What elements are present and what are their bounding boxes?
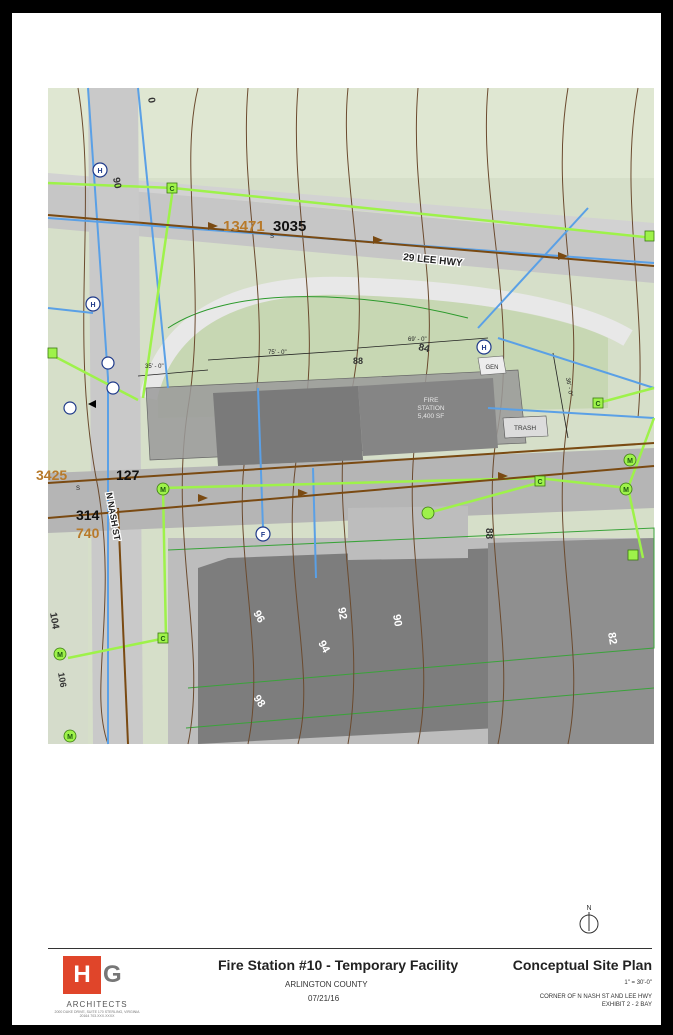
svg-text:H: H bbox=[97, 168, 102, 175]
nash-st-road bbox=[88, 88, 143, 744]
fire-station-building bbox=[145, 355, 549, 466]
scale-label: 1" = 30'-0" bbox=[624, 980, 652, 986]
contour-label-92: 92 bbox=[335, 606, 349, 620]
sewer-label-s2: S bbox=[76, 486, 80, 492]
building-name: FIRE bbox=[424, 397, 439, 404]
sheet-title: Conceptual Site Plan bbox=[512, 957, 652, 973]
address-13471: 13471 bbox=[223, 218, 265, 235]
address-3425: 3425 bbox=[36, 467, 67, 483]
location-label: CORNER OF N NASH ST AND LEE HWY bbox=[539, 994, 652, 1000]
dimension-36: 36' - 0" bbox=[564, 377, 573, 396]
svg-text:N: N bbox=[586, 905, 591, 912]
svg-text:M: M bbox=[160, 487, 166, 494]
svg-text:H: H bbox=[481, 345, 486, 352]
contour-label-90-bottom: 90 bbox=[390, 613, 404, 627]
contour-label-0: 0 bbox=[145, 97, 157, 105]
svg-text:M: M bbox=[623, 487, 629, 494]
logo-letter-g: G bbox=[103, 961, 122, 988]
svg-text:M: M bbox=[67, 734, 73, 741]
contour-label-90-top: 90 bbox=[110, 177, 123, 190]
site-plan-map: H H H F C C C C M M M M bbox=[36, 87, 656, 745]
contour-label-88-upper: 88 bbox=[353, 356, 363, 366]
svg-text:C: C bbox=[160, 636, 165, 643]
trash-enclosure bbox=[502, 415, 549, 439]
aerial-upper bbox=[48, 88, 654, 178]
existing-building-east bbox=[488, 538, 654, 744]
gen-label: GEN bbox=[485, 365, 498, 371]
existing-building-west bbox=[198, 548, 498, 744]
svg-text:C: C bbox=[169, 186, 174, 193]
logo-firm-name: ARCHITECTS bbox=[66, 1000, 128, 1009]
contour-label-98: 98 bbox=[251, 693, 268, 710]
lower-road bbox=[48, 448, 654, 533]
svg-text:C: C bbox=[537, 479, 542, 486]
svg-text:F: F bbox=[261, 532, 266, 539]
drawing-sheet: H H H F C C C C M M M M bbox=[12, 13, 661, 1025]
dimension-35: 35' - 0" bbox=[145, 364, 164, 370]
title-block: H G ARCHITECTS 2000 DUKE DRIVE, SUITE 17… bbox=[48, 948, 652, 1024]
project-title: Fire Station #10 - Temporary Facility bbox=[218, 957, 459, 973]
address-127: 127 bbox=[116, 467, 140, 483]
building-name-2: STATION bbox=[417, 405, 445, 412]
svg-text:C: C bbox=[595, 401, 600, 408]
county-label: ARLINGTON COUNTY bbox=[285, 980, 368, 989]
sewer-label-s1: S bbox=[270, 234, 274, 240]
lee-hwy-road bbox=[48, 183, 654, 283]
svg-text:M: M bbox=[57, 652, 63, 659]
svg-text:M: M bbox=[627, 458, 633, 465]
sanitary-lines bbox=[47, 214, 655, 745]
address-3035: 3035 bbox=[273, 218, 306, 235]
contour-label-104: 104 bbox=[47, 612, 61, 631]
utility-markers: H H H F C C C C M M M M bbox=[47, 162, 655, 743]
svg-text:H: H bbox=[90, 302, 95, 309]
contour-label-106: 106 bbox=[56, 672, 68, 689]
dimension-69: 69' - 0" bbox=[408, 337, 427, 343]
logo-address: 2000 DUKE DRIVE, SUITE 170 STERLING, VIR… bbox=[54, 1010, 140, 1018]
dimension-lines bbox=[137, 337, 569, 439]
logo-letter-h: H bbox=[63, 956, 101, 994]
firm-logo: H G bbox=[63, 956, 127, 994]
flow-arrows bbox=[198, 222, 568, 502]
contour-label-96: 96 bbox=[250, 609, 267, 626]
trash-label: TRASH bbox=[514, 425, 536, 432]
date-label: 07/21/16 bbox=[308, 994, 340, 1003]
contour-label-84: 84 bbox=[417, 342, 431, 355]
generator-pad bbox=[477, 355, 507, 376]
address-740: 740 bbox=[76, 525, 100, 541]
exhibit-label: EXHIBIT 2 - 2 BAY bbox=[601, 1002, 652, 1008]
address-314: 314 bbox=[76, 507, 100, 523]
contour-label-88-lower: 88 bbox=[483, 528, 494, 540]
building-area: 5,400 SF bbox=[418, 413, 444, 420]
contour-label-82: 82 bbox=[605, 631, 619, 645]
dimension-75: 75' - 0" bbox=[268, 350, 287, 356]
north-arrow-icon: N bbox=[579, 905, 599, 934]
